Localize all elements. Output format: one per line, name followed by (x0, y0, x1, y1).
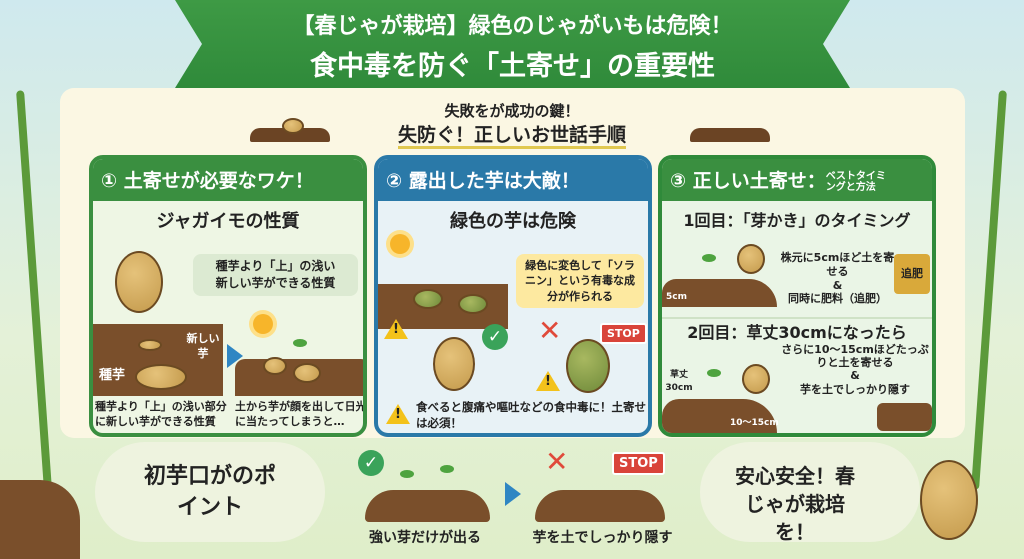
soil-hidden-potato (535, 490, 665, 522)
step2-title: 2回目：草丈30cmになったら (687, 323, 907, 342)
stop-sign: STOP (612, 452, 665, 475)
farmer-potato-character (737, 244, 765, 274)
sprout-icon (440, 465, 454, 473)
fertilizer-bag: 追肥 (894, 254, 930, 294)
panel-header: ① 土寄せが必要なワケ！ (93, 159, 363, 201)
label-new-potato: 新しい芋 (186, 332, 220, 361)
plant-icon (707, 369, 721, 377)
step1-text: 株元に5cmほど土を寄せる & 同時に肥料（追肥） (780, 251, 895, 306)
hidden-potatoes-diagram (877, 403, 932, 431)
green-potato-icon (413, 289, 443, 309)
warning-icon (536, 371, 560, 391)
measure-5cm: 5cm (666, 292, 687, 302)
closing-bubble: 安心安全！春じゃが栽培を！ (700, 442, 920, 544)
exposed-potato-icon (263, 357, 287, 375)
right-vine-decoration (971, 90, 1007, 490)
panel-exposed-potato: ② 露出した芋は大敵！ 緑色の芋は危険 緑色に変色して「ソラニン」という有毒な成… (374, 155, 652, 437)
check-icon: ✓ (358, 450, 384, 476)
soil-diagram-step2 (662, 399, 777, 433)
panel-header: ③ 正しい土寄せ：ベストタイミングと方法 (662, 159, 932, 201)
arrow-right-icon (505, 482, 521, 506)
left-soil-decoration (0, 480, 80, 559)
farmer-potato-character (742, 364, 770, 394)
step1-title: 1回目：「芽かき」のタイミング (683, 211, 911, 230)
happy-potato-character (433, 337, 475, 391)
title-banner: 【春じゃが栽培】緑色のじゃがいもは危険！ 食中毒を防ぐ「土寄せ」の重要性 (175, 0, 850, 88)
speech-bubble-warning: 緑色に変色して「ソラニン」という有毒な成分が作られる (516, 254, 644, 309)
label-seed-potato: 種芋 (99, 368, 126, 383)
panel-header: ② 露出した芋は大敵！ (378, 159, 648, 201)
measure-10-15cm: 10〜15cm (730, 418, 779, 428)
cross-icon: ✕ (545, 445, 569, 478)
exposed-potato-icon (293, 363, 321, 383)
sad-green-potato-character (566, 339, 610, 393)
divider (662, 317, 932, 319)
panel-why-hilling: ① 土寄せが必要なワケ！ ジャガイモの性質 種芋より「上」の浅い 新しい芋ができ… (89, 155, 367, 437)
caption-left: 種芋より「上」の浅い部分に新しい芋ができる性質 (95, 400, 227, 429)
plant-icon (702, 254, 716, 262)
caption-right: 土から芋が顔を出して日光に当たってしまうと… (235, 400, 367, 429)
stop-sign: STOP (600, 323, 647, 344)
subtitle-line2: 失防ぐ！正しいお世話手順 (0, 120, 1024, 149)
panel-correct-hilling: ③ 正しい土寄せ：ベストタイミングと方法 1回目：「芽かき」のタイミング 5cm… (658, 155, 936, 437)
check-icon: ✓ (482, 324, 508, 350)
sprout-icon (400, 470, 414, 478)
soil-icon (250, 128, 330, 142)
soil-strong-sprouts (365, 490, 490, 522)
title-line2: 食中毒を防ぐ「土寄せ」の重要性 (310, 51, 715, 82)
warning-icon (384, 319, 408, 339)
warning-icon (386, 404, 410, 424)
caption-hide-potato: 芋を土でしっかり隠す (532, 530, 673, 546)
step2-text: さらに10〜15cmほどたっぷりと土を寄せる & 芋を土でしっかり隠す (781, 343, 929, 396)
title-line1: 【春じゃが栽培】緑色のじゃがいもは危険！ (292, 14, 733, 39)
seed-potato-icon (135, 364, 187, 390)
speech-bubble: 種芋より「上」の浅い 新しい芋ができる性質 (193, 254, 358, 296)
potato-mascot-with-shovel (920, 460, 978, 540)
height-label: 草丈30cm (665, 370, 693, 393)
point-bubble: 初芋口がのポイント (95, 442, 325, 542)
sun-icon (390, 234, 410, 254)
warning-text: 食べると腹痛や嘔吐などの食中毒に！土寄せは必須！ (416, 400, 646, 431)
left-vine-decoration (16, 90, 52, 490)
subtitle-line1: 失敗をが成功の鍵！ (444, 102, 580, 120)
soil-icon (690, 128, 770, 142)
green-potato-icon (458, 294, 488, 314)
panel-subtitle: 緑色の芋は危険 (450, 211, 576, 232)
panel-subtitle: ジャガイモの性質 (156, 211, 300, 232)
caption-strong-sprouts: 強い芽だけが出る (369, 530, 481, 546)
new-potato-icon (138, 339, 162, 351)
potato-icon (282, 118, 304, 134)
sprout-icon (293, 339, 307, 347)
soil-diagram-step1 (662, 279, 777, 307)
potato-character-icon (115, 251, 163, 313)
cross-icon: ✕ (538, 314, 562, 347)
sun-icon (253, 314, 273, 334)
